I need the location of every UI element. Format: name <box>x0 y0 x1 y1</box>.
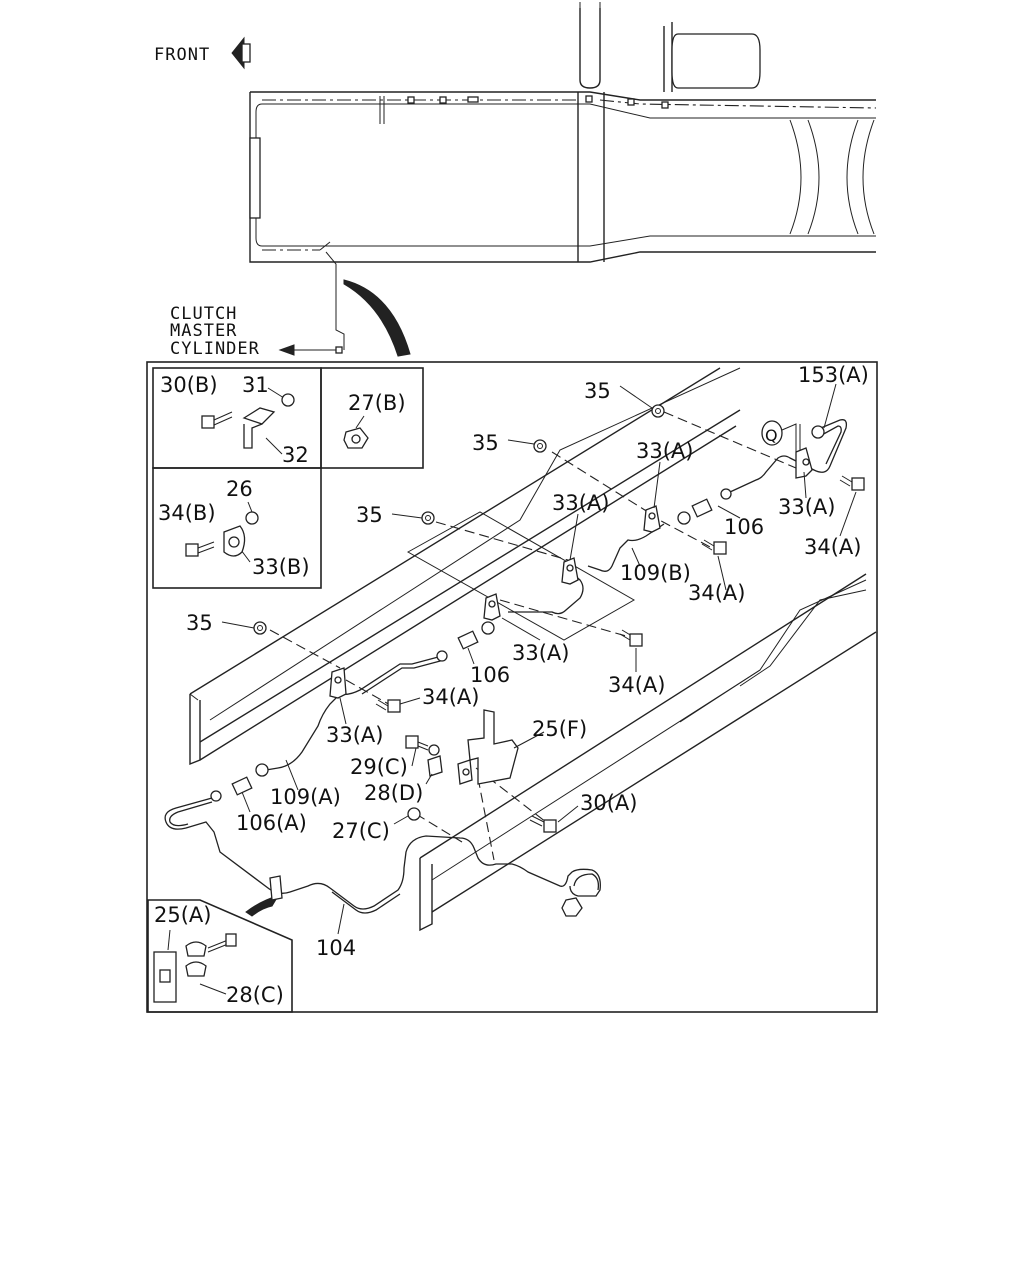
inset-top-right: 27(B) <box>320 367 424 469</box>
label-33b: 33(B) <box>252 555 310 579</box>
label-33a-4: 33(A) <box>512 641 569 665</box>
chassis-overview <box>249 2 877 354</box>
label-27b: 27(B) <box>348 391 406 415</box>
detail-curved-arrow-icon <box>343 279 411 357</box>
label-29c: 29(C) <box>350 755 408 779</box>
note-line-3: CYLINDER <box>170 339 260 359</box>
bracket-33a-mid-icon <box>483 593 501 621</box>
label-33a-5: 33(A) <box>326 723 383 747</box>
label-33a-1: 33(A) <box>636 439 693 463</box>
note-line-2: MASTER <box>170 321 237 341</box>
inset-mid-left: 26 34(B) 33(B) <box>152 467 322 589</box>
label-34a-4: 34(A) <box>422 685 479 709</box>
bolt-34a-4-icon <box>375 699 401 713</box>
label-109a: 109(A) <box>270 785 341 809</box>
bolt-icon <box>185 541 215 557</box>
union-106a-icon <box>210 763 269 802</box>
label-34a-3: 34(A) <box>608 673 665 697</box>
label-109b: 109(B) <box>620 561 691 585</box>
front-label: FRONT <box>154 45 210 65</box>
label-34b: 34(B) <box>158 501 216 525</box>
bracket-104-icon <box>269 875 283 901</box>
label-106a: 106(A) <box>236 811 307 835</box>
inset-bottom-left: 25(A) 28(C) <box>147 895 293 1013</box>
bracket-icon <box>242 407 276 449</box>
callout-leaders <box>221 383 857 935</box>
nut-35-top-icon <box>651 404 665 418</box>
nut-icon <box>343 427 369 449</box>
bracket-33a-left-icon <box>329 667 347 699</box>
label-28d: 28(D) <box>364 781 423 805</box>
clutch-master-cylinder-note: CLUTCH MASTER CYLINDER <box>170 304 336 359</box>
note-line-1: CLUTCH <box>170 304 237 324</box>
nut-35-2-icon <box>533 439 547 453</box>
brake-pipes <box>164 419 848 914</box>
label-34a-1: 34(A) <box>804 535 861 559</box>
label-30b: 30(B) <box>160 373 218 397</box>
bracket-33a-center-icon <box>561 557 579 585</box>
inset-top-left: 30(B) 31 32 <box>152 367 322 469</box>
label-32: 32 <box>282 443 309 467</box>
label-35-4: 35 <box>186 611 213 635</box>
union-106-top-icon <box>677 488 732 525</box>
label-106-2: 106 <box>470 663 510 687</box>
label-33a-2: 33(A) <box>552 491 609 515</box>
bolt-34a-3-icon <box>619 629 643 647</box>
nut-icon <box>245 511 259 525</box>
pointer-arrow-icon <box>278 344 295 356</box>
nut-35-4-icon <box>253 621 267 635</box>
fasteners <box>210 404 865 917</box>
label-104: 104 <box>316 936 356 960</box>
callout-q-marker: Q <box>761 420 801 468</box>
bolt-34a-top-icon <box>839 475 865 491</box>
svg-text:Q: Q <box>765 426 778 445</box>
bracket-33a-top-right-icon <box>795 447 813 479</box>
label-34a-2: 34(A) <box>688 581 745 605</box>
bolt-icon <box>201 411 233 429</box>
nut-icon <box>281 393 295 407</box>
clip-28d-icon <box>427 744 443 777</box>
bracket-icon <box>153 951 177 1003</box>
frame-rails <box>189 367 877 932</box>
label-106-1: 106 <box>724 515 764 539</box>
bracket-25f-icon <box>457 709 519 785</box>
detail-frame <box>146 361 878 1013</box>
label-30a: 30(A) <box>580 791 637 815</box>
label-33a-3: 33(A) <box>778 495 835 519</box>
label-31: 31 <box>242 373 269 397</box>
mounting-plate-area <box>406 511 636 641</box>
label-26: 26 <box>226 477 253 501</box>
label-153a: 153(A) <box>798 363 869 387</box>
clip-icon <box>223 525 246 557</box>
clip-brackets <box>269 447 813 901</box>
label-25f: 25(F) <box>532 717 587 741</box>
nut-35-3-icon <box>421 511 435 525</box>
label-25a: 25(A) <box>154 903 211 927</box>
bolt-30a-icon <box>529 815 557 833</box>
label-35-2: 35 <box>472 431 499 455</box>
bolt-34a-2-icon <box>701 539 727 555</box>
front-arrow-icon <box>231 36 251 70</box>
label-28c: 28(C) <box>226 983 284 1007</box>
nut-153a-icon <box>811 425 825 439</box>
leader-lines <box>269 411 797 861</box>
clip-icon <box>185 933 237 977</box>
bracket-33a-upper-icon <box>643 505 661 533</box>
nut-27c-icon <box>407 807 421 821</box>
union-106-mid-icon <box>436 621 495 662</box>
callout-labels: 153(A) 35 35 35 35 33(A) 33(A) 33(A) 33(… <box>186 363 869 960</box>
label-35-top: 35 <box>584 379 611 403</box>
pipe-end-fitting-icon <box>561 897 583 917</box>
bolt-29c-icon <box>405 735 429 751</box>
label-27c: 27(C) <box>332 819 390 843</box>
inset-pointer-arrow-icon <box>245 895 280 917</box>
label-35-3: 35 <box>356 503 383 527</box>
